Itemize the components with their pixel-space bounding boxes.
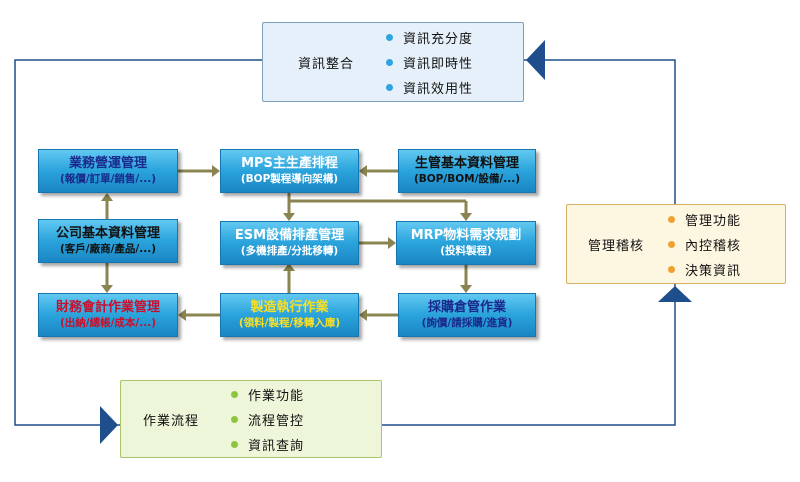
bullet-dot-icon — [231, 440, 239, 448]
bullet-dot-icon — [386, 58, 394, 66]
info-integration-title: 資訊整合 — [298, 56, 355, 72]
list-item-label: 資訊充分度 — [403, 31, 474, 47]
module-finance-accounting: 財務會計作業管理 (出納/總帳/成本/...) — [38, 293, 178, 337]
module-detail: (BOP製程導向架構) — [240, 172, 339, 185]
list-item: 資訊充分度 — [386, 25, 473, 50]
module-detail: (報價/訂單/銷售/...) — [59, 172, 157, 185]
module-title: 生管基本資料管理 — [414, 156, 519, 172]
list-item-label: 作業功能 — [248, 388, 305, 404]
list-item: 決策資訊 — [668, 257, 741, 282]
arrow-company-to-sales — [101, 193, 113, 201]
module-title: MRP物料需求規劃 — [410, 228, 522, 244]
info-integration-box: 資訊整合 資訊充分度 資訊即時性 資訊效用性 — [262, 22, 524, 102]
loop-arrow-into-mgmt — [658, 286, 692, 302]
module-detail: (BOP/BOM/設備/...) — [413, 172, 521, 185]
module-detail: (領料/製程/移轉入庫) — [238, 316, 341, 329]
loop-line-ops-to-mgmt — [382, 284, 676, 426]
bullet-dot-icon — [231, 415, 239, 423]
module-title: 公司基本資料管理 — [55, 226, 160, 242]
arrow-sales-to-mps — [212, 165, 220, 177]
operation-flow-list: 作業功能 流程管控 資訊查詢 — [231, 382, 304, 457]
bullet-dot-icon — [386, 83, 394, 91]
arrow-purchase-to-mes — [359, 309, 367, 321]
module-mps-scheduling: MPS主生產排程 (BOP製程導向架構) — [220, 149, 359, 193]
module-detail: (客戶/廠商/產品/...) — [59, 242, 157, 255]
arrow-mps-to-mrp — [460, 213, 472, 221]
bullet-dot-icon — [231, 390, 239, 398]
list-item: 內控稽核 — [668, 232, 741, 257]
module-sales-management: 業務營運管理 (報價/訂單/銷售/...) — [38, 149, 178, 193]
list-item: 資訊效用性 — [386, 75, 473, 100]
bullet-dot-icon — [668, 215, 676, 223]
arrow-mrp-to-purchase — [460, 285, 472, 293]
list-item-label: 資訊查詢 — [248, 438, 305, 454]
arrow-mes-to-esm — [283, 263, 295, 271]
module-detail: (出納/總帳/成本/...) — [59, 316, 157, 329]
loop-arrow-into-info — [526, 40, 545, 80]
operation-flow-box: 作業流程 作業功能 流程管控 資訊查詢 — [120, 380, 382, 458]
module-title: 業務營運管理 — [68, 156, 147, 172]
loop-line-info-to-ops — [14, 59, 262, 426]
list-item-label: 內控稽核 — [685, 238, 742, 254]
operation-flow-title: 作業流程 — [143, 413, 200, 429]
management-audit-box: 管理稽核 管理功能 內控稽核 決策資訊 — [566, 204, 786, 284]
management-audit-list: 管理功能 內控稽核 決策資訊 — [668, 207, 741, 282]
module-manufacturing-execution: 製造執行作業 (領料/製程/移轉入庫) — [220, 293, 359, 337]
module-mrp-planning: MRP物料需求規劃 (投料製程) — [396, 221, 536, 265]
loop-line-mgmt-to-info — [524, 59, 676, 204]
arrow-mps-to-esm — [283, 213, 295, 221]
list-item-label: 決策資訊 — [685, 263, 742, 279]
arrow-esm-to-mrp — [388, 237, 396, 249]
module-esm-equipment-scheduling: ESM設備排產管理 (多機排產/分批移轉) — [220, 221, 359, 265]
arrow-company-to-finance — [101, 285, 113, 293]
module-detail: (投料製程) — [440, 244, 492, 257]
module-title: ESM設備排產管理 — [234, 228, 345, 244]
list-item-label: 流程管控 — [248, 413, 305, 429]
module-production-base-data: 生管基本資料管理 (BOP/BOM/設備/...) — [398, 149, 536, 193]
list-item: 作業功能 — [231, 382, 304, 407]
arrow-mes-to-finance — [178, 309, 186, 321]
bullet-dot-icon — [668, 265, 676, 273]
module-title: 製造執行作業 — [250, 300, 329, 316]
bullet-dot-icon — [668, 240, 676, 248]
module-detail: (多機排產/分批移轉) — [240, 244, 339, 257]
list-item: 流程管控 — [231, 407, 304, 432]
list-item: 資訊即時性 — [386, 50, 473, 75]
list-item: 資訊查詢 — [231, 432, 304, 457]
module-title: 財務會計作業管理 — [55, 300, 160, 316]
arrow-prodbase-to-mps — [359, 165, 367, 177]
management-audit-title: 管理稽核 — [588, 238, 645, 254]
module-detail: (詢價/請採購/進貨) — [421, 316, 513, 329]
module-title: MPS主生產排程 — [241, 156, 338, 172]
loop-arrow-into-ops — [100, 406, 118, 444]
list-item-label: 資訊即時性 — [403, 56, 474, 72]
module-title: 採購倉管作業 — [427, 300, 506, 316]
module-company-base-data: 公司基本資料管理 (客戶/廠商/產品/...) — [38, 219, 178, 263]
info-integration-list: 資訊充分度 資訊即時性 資訊效用性 — [386, 25, 473, 100]
module-purchasing-warehouse: 採購倉管作業 (詢價/請採購/進貨) — [398, 293, 536, 337]
list-item: 管理功能 — [668, 207, 741, 232]
bullet-dot-icon — [386, 33, 394, 41]
list-item-label: 資訊效用性 — [403, 81, 474, 97]
list-item-label: 管理功能 — [685, 213, 742, 229]
